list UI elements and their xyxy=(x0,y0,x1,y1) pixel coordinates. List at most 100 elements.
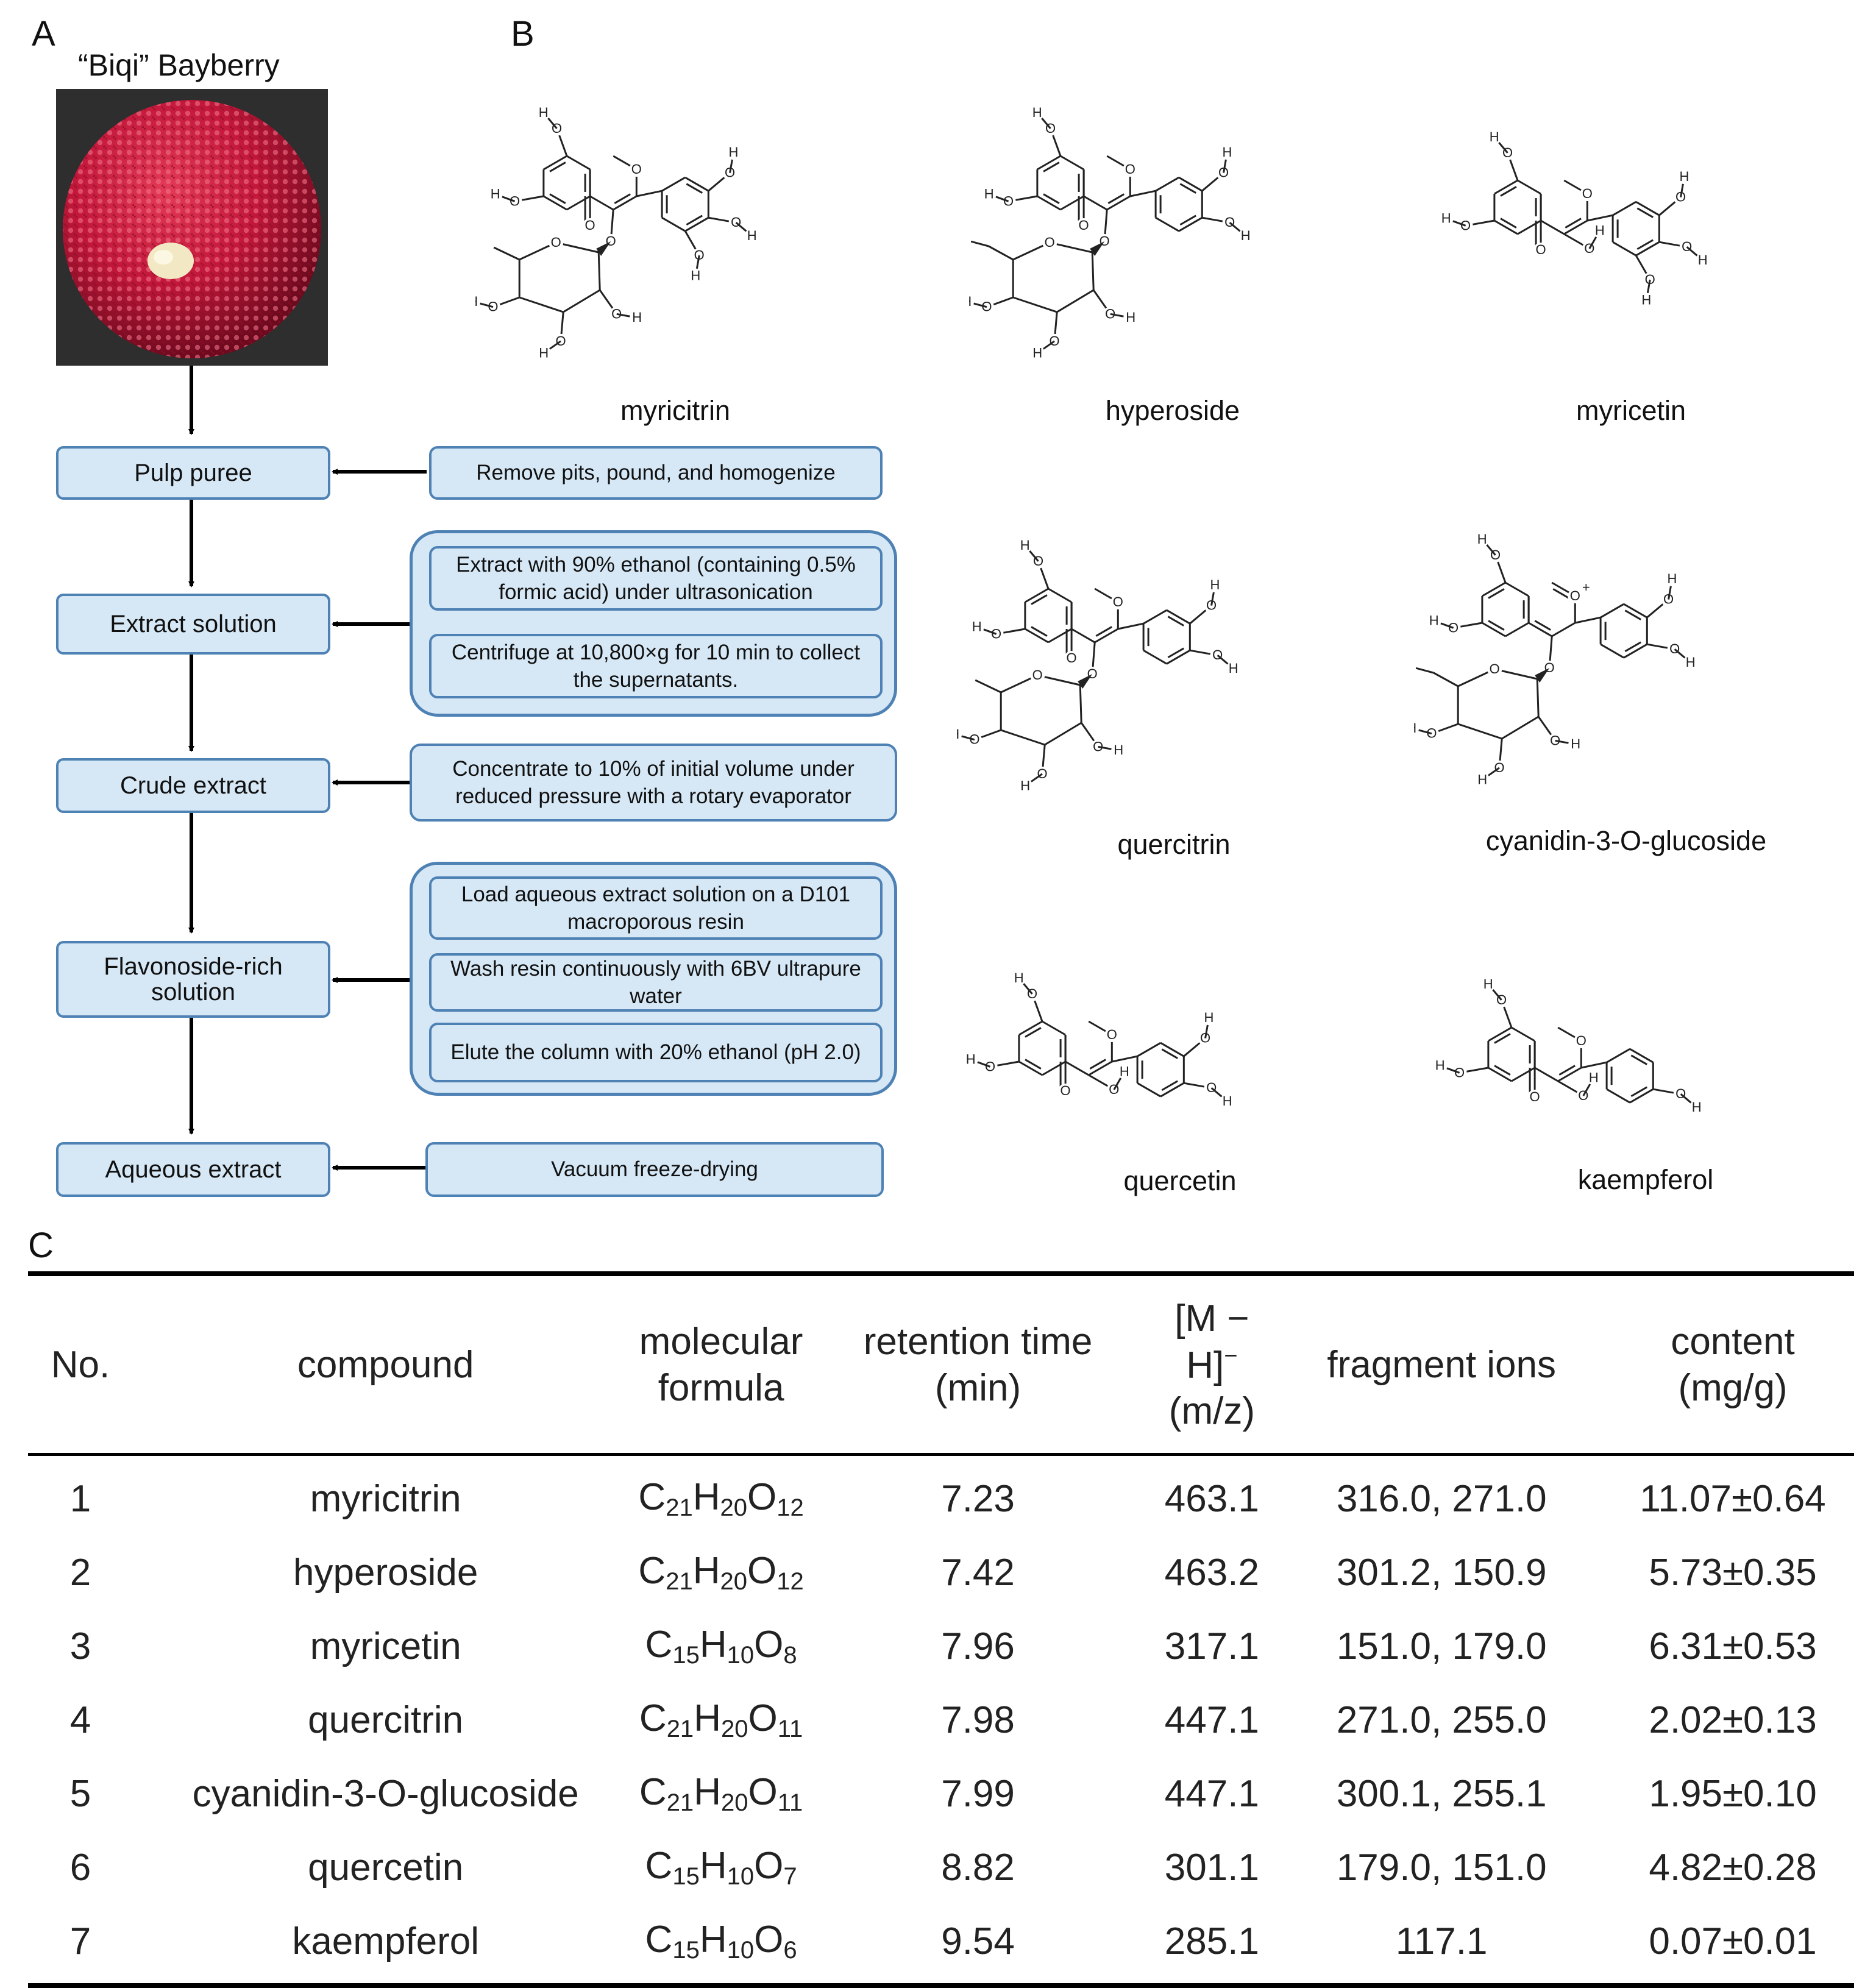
step-load-resin: Load aqueous extract solution on a D101 … xyxy=(429,876,883,940)
ring-b xyxy=(1156,177,1202,231)
step-concentrate: Concentrate to 10% of initial volume und… xyxy=(410,744,897,822)
fruit-title: “Biqi” Bayberry xyxy=(78,48,280,83)
cell-no: 7 xyxy=(28,1905,133,1986)
ring-c xyxy=(590,156,636,210)
ring-a xyxy=(1488,1028,1535,1081)
bond xyxy=(1080,685,1081,723)
bond xyxy=(1001,730,1045,745)
carbonyl-oxygen: O xyxy=(1061,1083,1071,1098)
pyran-oxygen: O xyxy=(631,162,642,177)
formula-count: 8 xyxy=(783,1642,797,1669)
bond xyxy=(1541,221,1564,234)
bond xyxy=(563,290,600,312)
bond xyxy=(1518,180,1541,194)
cell-formula: C21H20O12 xyxy=(638,1536,803,1610)
cell-mz: 447.1 xyxy=(1152,1683,1271,1757)
hydrogen-atom: H xyxy=(1477,772,1487,787)
hydrogen-atom: H xyxy=(1429,613,1439,628)
bond xyxy=(1613,202,1636,215)
hydroxyl-oxygen: O xyxy=(611,306,622,321)
header-retention-time: retention time(min) xyxy=(804,1274,1153,1454)
formula-count: 20 xyxy=(721,1789,748,1816)
cell-retention-time: 9.54 xyxy=(804,1905,1153,1986)
substituent-bond xyxy=(969,240,989,246)
phenyl-bond xyxy=(1575,617,1601,623)
ring-c xyxy=(1084,156,1130,210)
bond xyxy=(1613,242,1636,255)
hydrogen-atom: H xyxy=(1483,976,1493,992)
formula-count: 21 xyxy=(666,1494,693,1521)
stage-flavonoside-rich-solution: Flavonoside-rich solution xyxy=(56,941,330,1018)
sugar-ring: OOHOHOHOH xyxy=(969,220,1138,361)
cell-mz: 301.1 xyxy=(1152,1831,1271,1905)
hydrogen-atom: H xyxy=(747,228,757,243)
bond xyxy=(567,196,590,210)
cell-content: 11.07±0.64 xyxy=(1611,1454,1854,1536)
formula-count: 12 xyxy=(776,1568,804,1595)
step-wash-resin: Wash resin continuously with 6BV ultrapu… xyxy=(429,953,883,1012)
molecule-svg: OOOHOHOHOH xyxy=(1420,896,1859,1262)
hydroxyl-oxygen: O xyxy=(555,333,566,349)
cell-formula: C15H10O7 xyxy=(638,1831,803,1905)
phenyl-bond xyxy=(1112,1056,1137,1062)
formula-count: 11 xyxy=(778,1789,803,1816)
formula-count: 20 xyxy=(721,1716,748,1742)
cell-fragment-ions: 301.2, 150.9 xyxy=(1271,1536,1611,1610)
substituent-bond xyxy=(989,246,1013,260)
cell-fragment-ions: 316.0, 271.0 xyxy=(1271,1454,1611,1536)
flavonoid-core: OOOHOHOHOHOOOHOHOH xyxy=(957,538,1241,793)
hydrogen-atom: H xyxy=(1414,720,1416,736)
cell-no: 3 xyxy=(28,1610,133,1683)
hydroxyl-oxygen: O xyxy=(1093,739,1103,754)
cell-mz: 463.2 xyxy=(1152,1536,1271,1610)
bond xyxy=(1084,196,1107,210)
bayberry-image xyxy=(56,89,328,366)
hydrogen-atom: H xyxy=(1686,655,1696,670)
hydrogen-atom: H xyxy=(1441,211,1451,226)
bond xyxy=(1607,1049,1630,1062)
pyran-oxygen: O xyxy=(1570,588,1580,603)
cell-fragment-ions: 271.0, 255.0 xyxy=(1271,1683,1611,1757)
hydrogen-atom: H xyxy=(1114,742,1123,758)
cell-content: 4.82±0.28 xyxy=(1611,1831,1854,1905)
hydroxyl-oxygen: O xyxy=(1494,760,1504,775)
hydrogen-atom: H xyxy=(972,619,982,634)
hydrogen-atom: H xyxy=(1223,1093,1232,1109)
formula-element: O xyxy=(748,1697,777,1739)
cell-mz: 447.1 xyxy=(1152,1757,1271,1831)
phenyl-bond xyxy=(1118,623,1143,629)
ring-oxygen: O xyxy=(1490,661,1500,676)
structure-hyperoside: OOOHOHOHOHOOOHOHOHOH xyxy=(969,24,1408,393)
flavonoid-core: O+OHOHOHOHOOOHOHOHOH xyxy=(1414,531,1698,787)
hydrogen-atom: H xyxy=(1435,1058,1445,1073)
hydrogen-atom: H xyxy=(1490,129,1499,144)
formula-count: 10 xyxy=(727,1863,755,1890)
ring-b xyxy=(1613,202,1659,255)
bond xyxy=(1518,221,1541,234)
hydroxyl-oxygen: O xyxy=(1105,306,1115,321)
flavonoid-core: OOOHOHOHOH xyxy=(1433,976,1704,1115)
ring-a xyxy=(1494,180,1541,234)
cell-compound: cyanidin-3-O-glucoside xyxy=(133,1757,639,1831)
bond xyxy=(662,177,685,191)
bond xyxy=(1042,1062,1065,1075)
bond xyxy=(1502,717,1538,739)
formula-count: 6 xyxy=(783,1937,797,1964)
formula-element: H xyxy=(694,1771,721,1813)
ring-b xyxy=(1601,604,1647,658)
bond xyxy=(1601,644,1624,658)
molecule-svg: OOOHOHOHOHOOOHOHOH xyxy=(957,457,1396,823)
flavonoid-core: OOOHOHOHOHOOOHOHOHOH xyxy=(969,105,1253,360)
bond xyxy=(599,252,600,290)
structure-cyanidin-3-o-glucoside: O+OHOHOHOHOOOHOHOHOH xyxy=(1414,451,1853,820)
bond xyxy=(1042,1021,1065,1035)
molecule-svg: OOOHOHOHOHOHOH xyxy=(1426,49,1865,414)
bond xyxy=(1045,723,1081,745)
hydroxyl-oxygen: O xyxy=(1669,641,1680,656)
hydrogen-atom: H xyxy=(1229,661,1238,676)
cell-content: 0.07±0.01 xyxy=(1611,1905,1854,1986)
cell-no: 5 xyxy=(28,1757,133,1831)
cell-no: 4 xyxy=(28,1683,133,1757)
